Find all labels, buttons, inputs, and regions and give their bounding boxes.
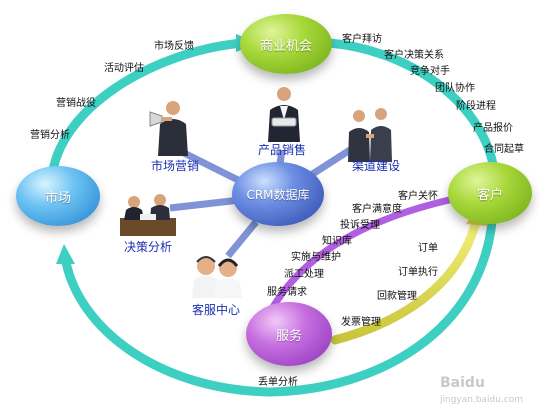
label-customer-satisfaction: 客户满意度 bbox=[352, 204, 402, 215]
label-product-quote: 产品报价 bbox=[473, 123, 513, 134]
service-center-people-icon bbox=[192, 256, 242, 298]
spoke-label-service-center: 客服中心 bbox=[192, 303, 241, 317]
spoke-service-center bbox=[225, 219, 259, 259]
label-invoice-management: 发票管理 bbox=[341, 317, 381, 328]
node-service: 服务 bbox=[246, 302, 332, 366]
spoke-label-decision: 决策分析 bbox=[124, 240, 173, 254]
label-team-collaboration: 团队协作 bbox=[435, 83, 475, 94]
label-contract-draft: 合同起草 bbox=[484, 144, 524, 155]
node-crm-database: CRM数据库 bbox=[232, 162, 324, 226]
watermark-brand: Baidu bbox=[440, 375, 485, 391]
spoke-label-marketing: 市场营销 bbox=[151, 159, 200, 173]
node-service-label: 服务 bbox=[275, 328, 302, 344]
label-customer-decision: 客户决策关系 bbox=[384, 50, 444, 61]
arc-customer-service-yellow bbox=[330, 217, 481, 345]
node-business-label: 商业机会 bbox=[259, 38, 312, 54]
label-activity-evaluation: 活动评估 bbox=[104, 63, 144, 74]
marketing-person-icon bbox=[149, 101, 188, 156]
decision-people-icon bbox=[120, 194, 176, 236]
label-customer-visit: 客户拜访 bbox=[342, 34, 382, 45]
label-marketing-analysis: 营销分析 bbox=[30, 130, 70, 141]
label-service-request: 服务请求 bbox=[267, 287, 307, 298]
label-order: 订单 bbox=[418, 243, 438, 254]
label-marketing-campaign: 营销战役 bbox=[56, 98, 96, 109]
node-business: 商业机会 bbox=[240, 14, 332, 74]
node-customer: 客户 bbox=[448, 162, 532, 224]
arrow-head-market bbox=[56, 244, 75, 264]
spoke-label-channel: 渠道建设 bbox=[352, 159, 401, 173]
node-crm-label: CRM数据库 bbox=[246, 187, 310, 202]
label-dispatch: 派工处理 bbox=[284, 269, 324, 280]
arc-customer-to-bottom bbox=[61, 217, 497, 397]
label-knowledge-base: 知识库 bbox=[322, 236, 352, 247]
label-payment-management: 回款管理 bbox=[377, 291, 417, 302]
watermark-sub: jingyan.baidu.com bbox=[440, 395, 524, 405]
label-market-feedback: 市场反馈 bbox=[154, 41, 194, 52]
label-competitor: 竞争对手 bbox=[410, 66, 450, 77]
label-order-execution: 订单执行 bbox=[398, 267, 438, 278]
label-lost-order-analysis: 丢单分析 bbox=[258, 377, 298, 388]
product-sales-person-icon bbox=[268, 87, 300, 142]
arc-market-to-business bbox=[47, 38, 247, 183]
label-complaint-handling: 投诉受理 bbox=[340, 220, 380, 231]
arc-customer-service-purple bbox=[261, 194, 462, 326]
spoke-label-product-sales: 产品销售 bbox=[258, 143, 307, 157]
channel-people-icon bbox=[348, 108, 392, 162]
label-stage-progress: 阶段进程 bbox=[456, 101, 496, 112]
node-market: 市场 bbox=[16, 166, 100, 226]
node-market-label: 市场 bbox=[44, 190, 71, 206]
arc-business-to-customer bbox=[325, 38, 499, 175]
node-customer-label: 客户 bbox=[476, 187, 503, 203]
label-implementation: 实施与维护 bbox=[291, 252, 341, 263]
spoke-decision bbox=[169, 196, 241, 212]
label-customer-care: 客户关怀 bbox=[398, 191, 438, 202]
